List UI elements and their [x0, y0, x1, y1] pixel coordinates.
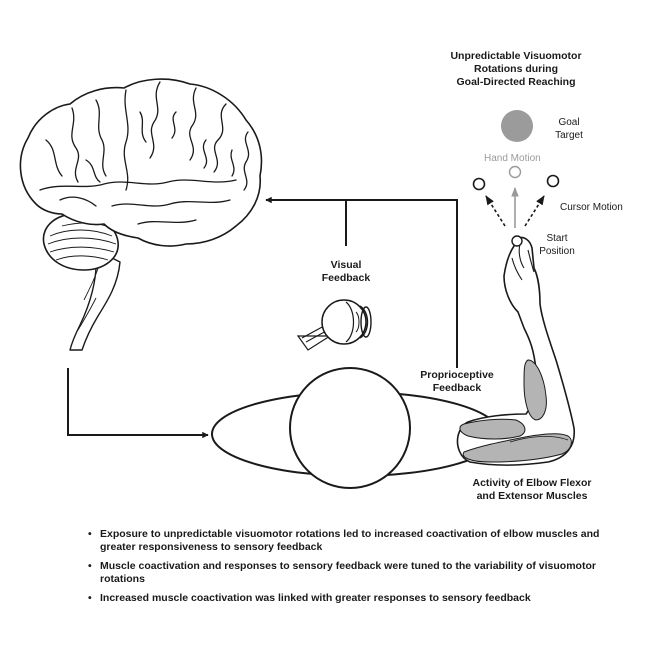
motor-output-arrow [67, 368, 209, 439]
finding-item: Muscle coactivation and responses to sen… [88, 560, 628, 586]
muscles-line-2: and Extensor Muscles [476, 490, 588, 502]
header-line-1: Unpredictable Visuomotor [450, 50, 582, 62]
cursor-motion-label: Cursor Motion [560, 202, 623, 213]
muscle-flexor [459, 418, 526, 440]
goal-target-label: Goal Target [544, 116, 594, 142]
muscle-extensor [462, 433, 572, 463]
start-position [511, 235, 523, 247]
muscle-activity-label: Activity of Elbow Flexor and Extensor Mu… [456, 477, 608, 503]
cursor-arrow-right [524, 195, 545, 227]
start-position-label: Start Position [528, 232, 586, 258]
hand-motion-target [508, 165, 522, 179]
cerebrum [19, 78, 263, 247]
start-line-1: Start [546, 233, 568, 244]
visual-line-1: Visual [330, 259, 362, 271]
loop-top-arrow [265, 196, 458, 368]
findings-list: Exposure to unpredictable visuomotor rot… [88, 528, 628, 611]
cursor-arrow-left [485, 195, 506, 227]
task-schematic [472, 110, 560, 247]
goal-line-1: Goal [558, 117, 580, 128]
proprio-line-2: Feedback [432, 382, 482, 394]
start-line-2: Position [539, 246, 575, 257]
cerebellum [42, 213, 119, 271]
hand-motion-label: Hand Motion [484, 153, 541, 164]
finding-item: Increased muscle coactivation was linked… [88, 592, 628, 605]
body-circle [289, 367, 411, 489]
body-schematic [211, 367, 501, 489]
muscles-line-1: Activity of Elbow Flexor [472, 477, 592, 489]
cursor-target-right [546, 174, 560, 188]
header-line-2: Rotations during [474, 63, 558, 75]
feedback-loop [67, 196, 458, 439]
visual-feedback-label: Visual Feedback [306, 259, 386, 285]
eye-icon [296, 299, 372, 351]
muscle-forearm-upper [523, 359, 547, 421]
visual-line-2: Feedback [321, 272, 371, 284]
header-line-3: Goal-Directed Reaching [456, 76, 576, 88]
goal-line-2: Target [555, 130, 583, 141]
proprioceptive-feedback-label: Proprioceptive Feedback [408, 369, 506, 395]
goal-target-icon [501, 110, 533, 142]
brain-icon [19, 78, 263, 351]
arm-icon [456, 236, 575, 466]
finding-item: Exposure to unpredictable visuomotor rot… [88, 528, 628, 554]
cursor-target-left [472, 177, 486, 191]
proprio-line-1: Proprioceptive [420, 369, 494, 381]
header-title: Unpredictable Visuomotor Rotations durin… [424, 50, 608, 89]
